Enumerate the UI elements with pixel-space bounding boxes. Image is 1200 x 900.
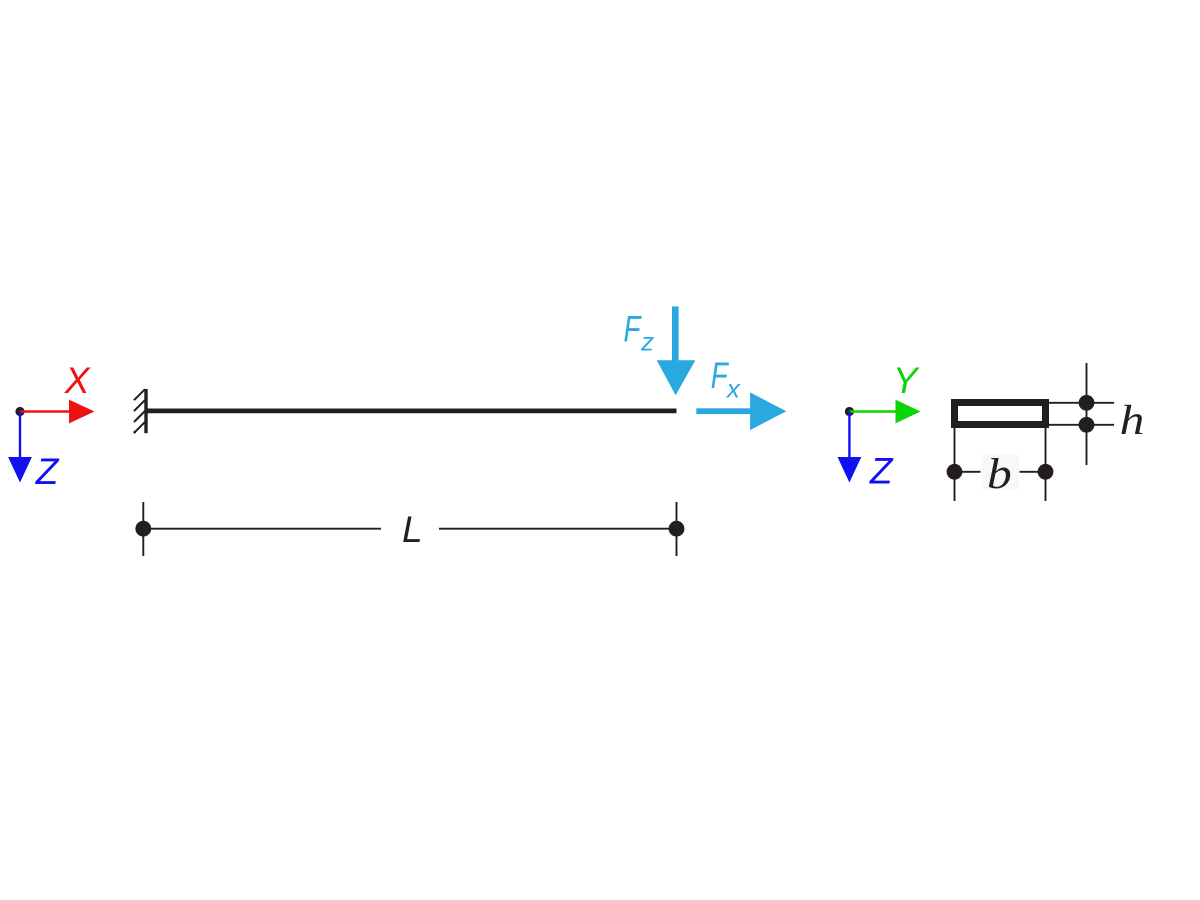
svg-text:Y: Y xyxy=(893,360,920,401)
svg-text:Z: Z xyxy=(35,451,60,492)
svg-text:h: h xyxy=(1120,396,1145,443)
svg-text:x: x xyxy=(725,374,741,404)
svg-text:b: b xyxy=(987,451,1012,498)
svg-text:F: F xyxy=(711,354,730,396)
svg-text:X: X xyxy=(64,360,91,401)
svg-text:F: F xyxy=(624,307,643,349)
svg-text:Z: Z xyxy=(869,451,894,492)
svg-text:L: L xyxy=(402,509,423,550)
svg-text:z: z xyxy=(640,327,654,357)
